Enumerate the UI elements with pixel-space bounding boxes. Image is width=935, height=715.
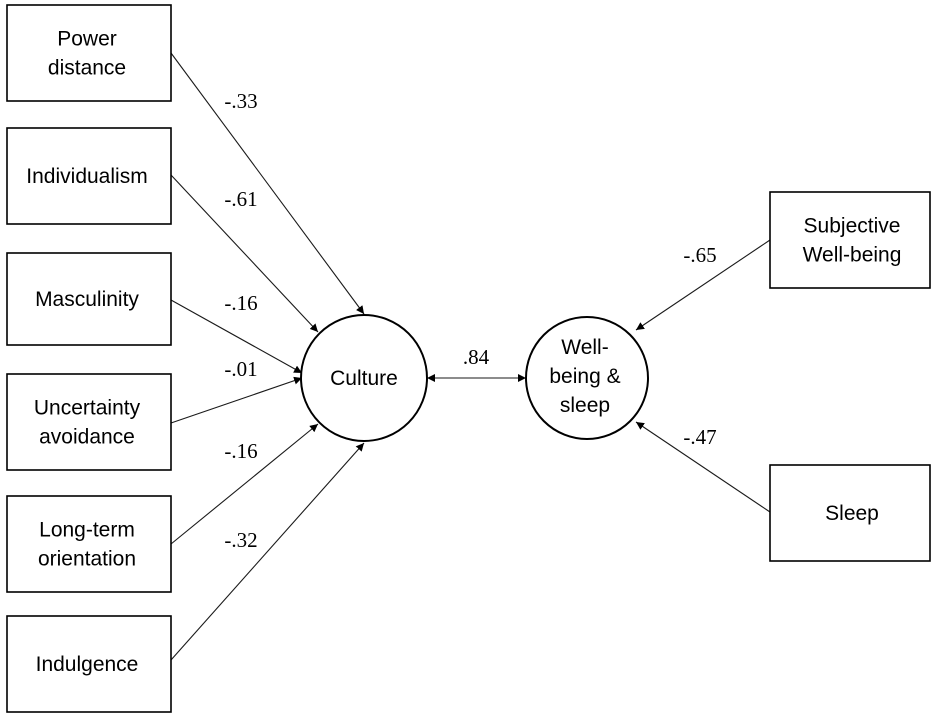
indicator-masculinity: Masculinity <box>6 252 172 346</box>
indicator-individualism-label-line-1: Individualism <box>26 165 147 188</box>
indicator-individualism: Individualism <box>6 127 172 225</box>
indicator-box-indulgence <box>6 615 172 713</box>
indicator-subjective-well-being-label-line-2: Well-being <box>803 244 902 267</box>
correlation-coef: .84 <box>463 345 490 369</box>
arrow-indulgence-to-culture <box>170 442 365 661</box>
latent-culture: Culture <box>300 314 428 442</box>
indicator-power-distance-label-line-2: distance <box>48 57 126 80</box>
indicator-box-masculinity <box>6 252 172 346</box>
loading-long-term-orientation: -.16 <box>224 439 257 463</box>
indicator-masculinity-label-line-1: Masculinity <box>35 288 139 311</box>
indicator-long-term-orientation-label-line-1: Long-term <box>39 519 135 542</box>
indicator-box-individualism <box>6 127 172 225</box>
indicator-long-term-orientation-label-line-2: orientation <box>38 548 136 571</box>
arrow-power-distance-to-culture <box>170 52 365 315</box>
loading-uncertainty-avoidance: -.01 <box>224 357 257 381</box>
loading-sleep: -.47 <box>683 425 716 449</box>
arrow-sleep-to-well-being-sleep <box>635 421 771 513</box>
indicator-sleep-label-line-1: Sleep <box>825 502 879 525</box>
latent-well-being-sleep-label-line-1: Well- <box>561 336 608 359</box>
indicator-uncertainty-avoidance-label-line-1: Uncertainty <box>34 397 141 420</box>
arrow-long-term-orientation-to-culture <box>170 423 319 545</box>
latent-circle-culture <box>300 314 428 442</box>
indicator-indulgence-label-line-1: Indulgence <box>36 653 139 676</box>
indicator-box-long-term-orientation <box>6 495 172 593</box>
indicator-box-uncertainty-avoidance <box>6 373 172 471</box>
loading-individualism: -.61 <box>224 187 257 211</box>
arrow-individualism-to-culture <box>170 174 319 333</box>
indicator-uncertainty-avoidance: Uncertainty avoidance <box>6 373 172 471</box>
latent-well-being-sleep-label-line-2: being & <box>549 365 620 388</box>
indicator-subjective-well-being-label-line-1: Subjective <box>804 215 901 238</box>
indicator-uncertainty-avoidance-label-line-2: avoidance <box>39 426 135 449</box>
indicator-box-sleep <box>769 464 931 562</box>
indicator-power-distance: Power distance <box>6 4 172 102</box>
indicator-box-subjective-well-being <box>769 191 931 289</box>
arrow-subjective-well-being-to-well-being-sleep <box>635 239 771 331</box>
indicator-indulgence: Indulgence <box>6 615 172 713</box>
loading-indulgence: -.32 <box>224 528 257 552</box>
arrow-uncertainty-avoidance-to-culture <box>170 376 303 424</box>
latent-well-being-sleep: Well-being & sleep <box>525 316 649 440</box>
indicator-sleep: Sleep <box>769 464 931 562</box>
loading-subjective-well-being: -.65 <box>683 243 716 267</box>
loading-power-distance: -.33 <box>224 89 257 113</box>
indicator-long-term-orientation: Long-term orientation <box>6 495 172 593</box>
latent-circle-well-being-sleep <box>525 316 649 440</box>
latent-well-being-sleep-label-line-3: sleep <box>560 394 610 417</box>
loading-masculinity: -.16 <box>224 291 257 315</box>
latent-culture-label-line-1: Culture <box>330 367 398 390</box>
indicator-box-power-distance <box>6 4 172 102</box>
indicator-power-distance-label-line-1: Power <box>57 28 117 51</box>
arrow-masculinity-to-culture <box>170 299 303 374</box>
